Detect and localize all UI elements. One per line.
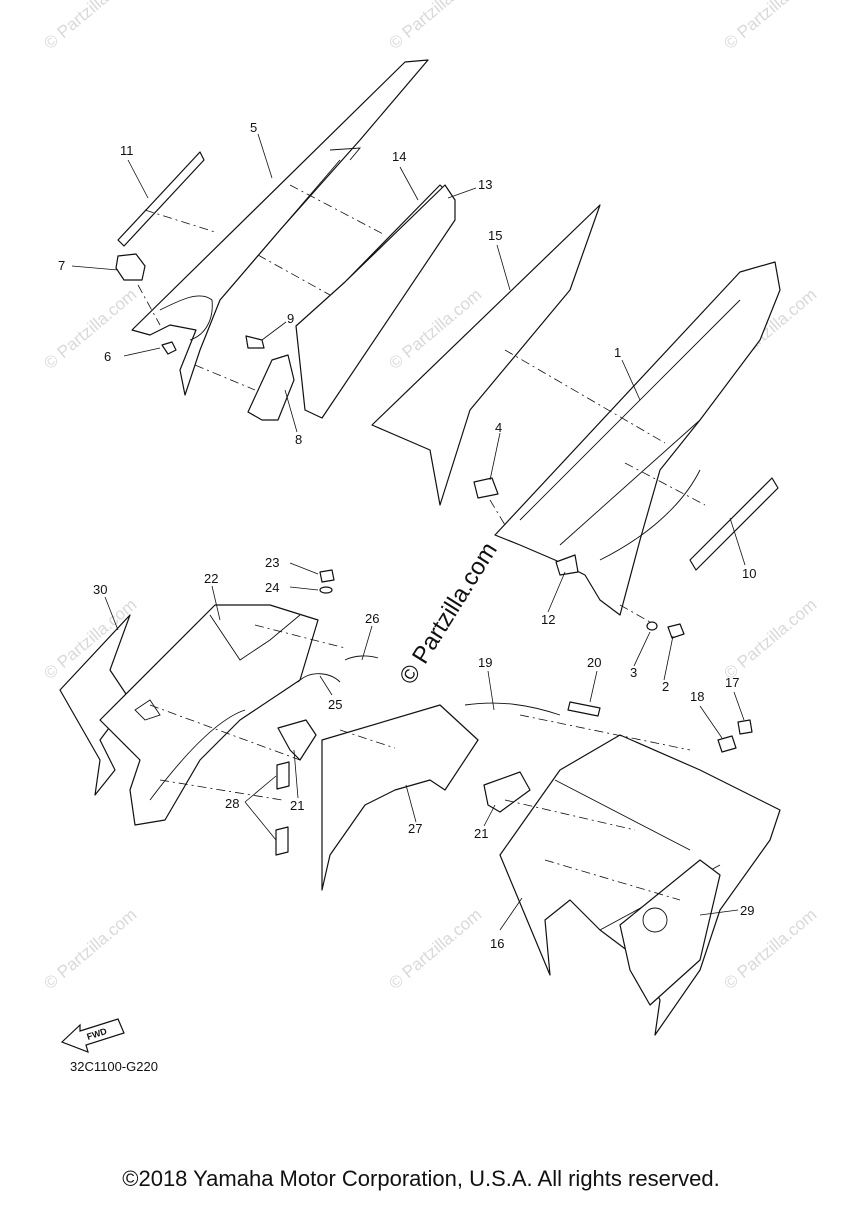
fwd-arrow-icon: FWD — [60, 1018, 125, 1053]
part-23-bolt — [319, 569, 335, 583]
part-29-decal — [619, 859, 721, 1006]
callout-17: 17 — [725, 675, 739, 690]
leader-lines — [71, 133, 746, 931]
callout-23: 23 — [265, 555, 279, 570]
callout-3: 3 — [630, 665, 637, 680]
part-28-pad — [275, 826, 289, 856]
callout-25: 25 — [328, 697, 342, 712]
callout-21-right: 21 — [474, 826, 488, 841]
part-11-strip — [117, 151, 205, 247]
callout-15: 15 — [488, 228, 502, 243]
part-19-strip — [464, 702, 561, 716]
guide-line — [504, 799, 636, 831]
callout-18: 18 — [690, 689, 704, 704]
guide-line — [159, 779, 283, 801]
callout-24: 24 — [265, 580, 279, 595]
part-6-bolt — [161, 341, 177, 355]
callout-20: 20 — [587, 655, 601, 670]
callout-26: 26 — [365, 611, 379, 626]
copyright-text: ©2018 Yamaha Motor Corporation, U.S.A. A… — [122, 1166, 719, 1191]
callout-11: 11 — [120, 143, 134, 158]
callout-21-left: 21 — [290, 798, 304, 813]
part-10-decal — [689, 477, 779, 571]
guide-line — [619, 604, 651, 623]
callout-1: 1 — [614, 345, 621, 360]
guide-line — [289, 184, 386, 236]
part-30 — [59, 614, 131, 796]
part-8-bracket — [247, 354, 295, 421]
callout-28: 28 — [225, 796, 239, 811]
callout-layer: 1 2 3 4 5 6 7 8 9 10 11 12 13 14 15 16 1… — [58, 120, 756, 951]
part-25-strip — [297, 673, 341, 683]
guide-line — [257, 254, 331, 296]
watermark: © Partzilla.com — [385, 0, 485, 53]
watermark: © Partzilla.com — [385, 905, 485, 993]
part-2-bolt — [667, 623, 685, 639]
part-24-washer — [319, 586, 333, 594]
callout-10: 10 — [742, 566, 756, 581]
guide-line — [137, 284, 161, 326]
guide-line — [254, 624, 346, 649]
part-18-washer — [717, 735, 737, 753]
part-21-pad — [483, 771, 531, 813]
guide-line — [149, 704, 301, 761]
part-16-shroud — [499, 734, 781, 1036]
callout-14: 14 — [392, 149, 406, 164]
part-21-pad — [277, 719, 317, 761]
callout-13: 13 — [478, 177, 492, 192]
callout-5: 5 — [250, 120, 257, 135]
diagram-code: 32C1100-G220 — [70, 1059, 158, 1074]
watermark: © Partzilla.com — [40, 285, 140, 373]
part-28-pad — [276, 761, 290, 790]
part-9-bolt — [245, 335, 265, 349]
watermark: © Partzilla.com — [720, 595, 820, 683]
part-15-decal — [371, 204, 601, 506]
callout-22: 22 — [204, 571, 218, 586]
callout-19: 19 — [478, 655, 492, 670]
guide-line — [144, 209, 216, 233]
guide-line — [194, 364, 256, 391]
part-13-panel — [295, 184, 456, 419]
part-26-strip — [344, 655, 379, 661]
callout-7: 7 — [58, 258, 65, 273]
callout-12: 12 — [541, 612, 555, 627]
part-5-side-cover — [131, 59, 429, 396]
watermark: © Partzilla.com — [720, 0, 820, 53]
guide-line — [624, 462, 706, 506]
callout-29: 29 — [740, 903, 754, 918]
guide-line — [504, 349, 666, 444]
part-27-panel — [321, 704, 479, 891]
part-20-strip — [567, 701, 601, 717]
callout-6: 6 — [104, 349, 111, 364]
callout-30: 30 — [93, 582, 107, 597]
callout-4: 4 — [495, 420, 502, 435]
guide-line — [544, 859, 681, 901]
part-3-washer — [646, 621, 658, 631]
callout-9: 9 — [287, 311, 294, 326]
callout-2: 2 — [662, 679, 669, 694]
part-4-clip — [473, 477, 499, 499]
part-22-shroud — [99, 604, 319, 826]
watermark: © Partzilla.com — [40, 905, 140, 993]
callout-8: 8 — [295, 432, 302, 447]
part-12 — [555, 554, 579, 576]
part-7-clip — [115, 253, 146, 281]
watermark: © Partzilla.com — [720, 905, 820, 993]
callout-16: 16 — [490, 936, 504, 951]
watermark: © Partzilla.com — [40, 0, 140, 53]
callout-27: 27 — [408, 821, 422, 836]
part-17-bolt — [737, 719, 753, 735]
guide-line — [489, 499, 506, 526]
